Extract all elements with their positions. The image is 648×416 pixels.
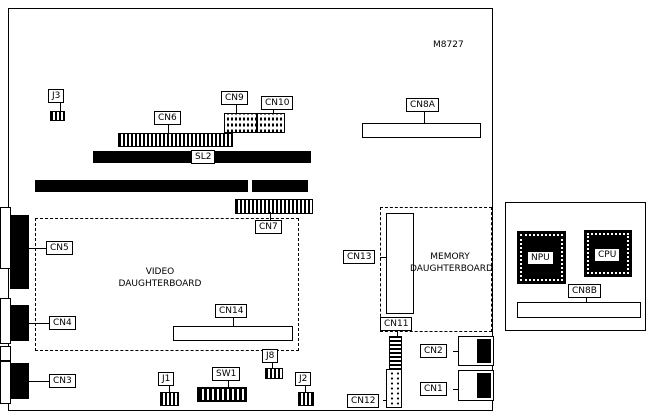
connector-cn4	[10, 305, 29, 341]
connector-cn7	[235, 199, 313, 214]
callout-cn10: CN10	[261, 96, 294, 110]
memory-daughterboard-label: MEMORY DAUGHTERBOARD	[410, 252, 493, 274]
callout-sl2: SL2	[191, 150, 216, 164]
left-port-connector-2	[0, 298, 11, 344]
leader-cn13	[380, 257, 386, 258]
connector-cn5	[10, 215, 29, 289]
leader-j1	[169, 385, 170, 392]
slot-black-1	[35, 180, 248, 192]
left-port-connector-4	[0, 361, 11, 404]
callout-cn2: CN2	[420, 344, 447, 358]
callout-cn5: CN5	[46, 241, 73, 255]
connector-cn2	[458, 336, 494, 366]
board-id: M8727	[433, 40, 464, 50]
leader-cn9	[236, 104, 237, 113]
callout-cn1: CN1	[420, 382, 447, 396]
callout-cn6: CN6	[154, 111, 181, 125]
callout-j2: J2	[295, 372, 312, 386]
leader-cn12	[383, 400, 387, 401]
leader-sw1	[228, 380, 229, 387]
npu-chip-pins	[520, 234, 563, 281]
video-daughterboard-label: VIDEO DAUGHTERBOARD	[118, 267, 202, 289]
connector-cn10	[257, 113, 285, 133]
socket-cn8a	[362, 123, 481, 138]
connector-cn6	[118, 133, 233, 147]
leader-cn11	[397, 330, 398, 336]
connector-cn9	[224, 113, 257, 133]
connector-j3	[50, 111, 65, 121]
connector-j1	[160, 392, 179, 406]
connector-cn1-body	[477, 373, 491, 398]
callout-j1: J1	[158, 372, 175, 386]
leader-cn7	[270, 212, 271, 220]
memory-daughterboard-socket	[386, 213, 414, 314]
callout-cn14: CN14	[215, 304, 248, 318]
connector-cn11	[389, 336, 402, 371]
leader-j8	[272, 362, 273, 368]
leader-cn14	[233, 317, 234, 326]
callout-cn12: CN12	[347, 394, 380, 408]
callout-j3: J3	[48, 89, 65, 103]
leader-cn8b	[586, 297, 587, 302]
leader-cn8a	[424, 111, 425, 123]
leader-cn6	[168, 124, 169, 133]
callout-cn8a: CN8A	[406, 98, 439, 112]
callout-cpu: CPU	[594, 248, 621, 262]
dip-switch-sw1	[197, 387, 247, 402]
memory-daughterboard-outline	[380, 207, 492, 332]
leader-cn10	[273, 109, 274, 114]
connector-j8	[265, 368, 283, 379]
connector-cn12	[386, 369, 402, 408]
video-daughterboard-outline	[35, 218, 299, 351]
connector-cn3	[10, 363, 29, 399]
callout-cn4: CN4	[49, 316, 76, 330]
callout-cn11: CN11	[380, 317, 413, 331]
callout-npu: NPU	[527, 251, 554, 265]
connector-cn1	[458, 370, 494, 401]
leader-cn2	[453, 351, 458, 352]
connector-cn2-body	[477, 339, 491, 363]
leader-cn3	[29, 381, 49, 382]
leader-cn1	[453, 389, 458, 390]
leader-j3	[60, 102, 61, 112]
leader-j2	[305, 385, 306, 392]
connector-j2	[298, 392, 314, 406]
callout-sw1: SW1	[212, 367, 241, 381]
slot-black-2	[252, 180, 308, 192]
callout-cn7: CN7	[255, 220, 282, 234]
socket-cn8b	[517, 302, 641, 318]
left-port-connector-1	[0, 207, 11, 269]
callout-cn13: CN13	[343, 250, 376, 264]
socket-cn14	[173, 326, 293, 341]
left-port-connector-3	[0, 346, 11, 361]
callout-cn8b: CN8B	[568, 284, 601, 298]
leader-cn4	[29, 323, 49, 324]
callout-cn9: CN9	[221, 91, 248, 105]
leader-cn5	[29, 248, 46, 249]
callout-cn3: CN3	[49, 374, 76, 388]
cpu-chip-pins	[587, 233, 629, 274]
callout-j8: J8	[262, 349, 279, 363]
